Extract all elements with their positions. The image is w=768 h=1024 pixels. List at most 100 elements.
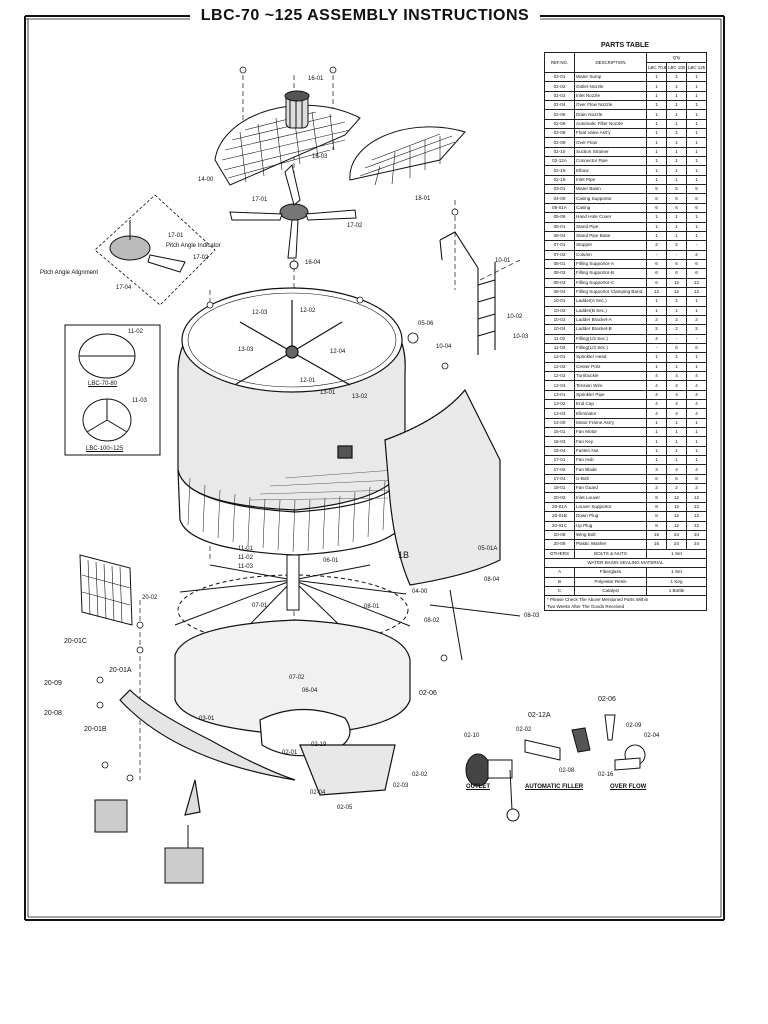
part-description: Fan Hub	[574, 455, 647, 466]
label-pitch-angle-indicator: Pitch Angle Indicator	[166, 243, 221, 249]
part-qty-2: 4	[666, 370, 687, 382]
part-ref: 08-01	[544, 258, 575, 270]
fan-guard-18-01	[349, 126, 466, 186]
part-description: Drain Nozzle	[574, 109, 647, 120]
part-description: Filling Supportor-C	[574, 277, 647, 288]
part-description: Stopper	[574, 240, 647, 251]
part-ref: 02-12A	[544, 156, 575, 167]
part-qty-3: 8	[685, 473, 708, 485]
sealing-material-boxes	[94, 799, 204, 884]
part-qty-2: 1	[666, 305, 687, 316]
header-ref: REF.NO.	[544, 52, 575, 73]
part-ref: 11-03	[544, 342, 575, 354]
part-qty-3: 6	[685, 202, 708, 214]
part-description: Column	[574, 249, 647, 260]
part-qty-2: 1	[666, 296, 687, 307]
part-qty-1: 1	[646, 146, 667, 158]
parts-table-title: PARTS TABLE	[601, 42, 649, 49]
part-ref: 02-08	[544, 128, 575, 139]
label-pitch-angle-alignment: Pitch Angle Alignment	[40, 270, 99, 276]
sealing-material: Catalyst	[574, 585, 647, 597]
part-qty-2: 1	[666, 352, 687, 363]
callout-02-03: 02-03	[393, 783, 409, 789]
part-qty-1: 1	[646, 100, 667, 111]
part-qty-2: 12	[666, 520, 687, 531]
part-description: Ladder Bracket-A	[574, 314, 647, 326]
part-ref: 10-04	[544, 324, 575, 335]
casing-panel	[384, 388, 501, 586]
part-qty-3: 1	[685, 212, 708, 223]
note-line-2: Two Weeks After The Goods Received	[547, 604, 625, 610]
part-ref: 02-04	[544, 100, 575, 111]
part-qty-2: 4	[666, 464, 687, 475]
callout-10-01: 10-01	[495, 258, 511, 264]
parts-table: PARTS TABLE REF.NO. DESCRIPTION Q'ty LBC…	[543, 40, 708, 612]
part-description: Over Flow Nozzle	[574, 100, 647, 111]
part-qty-1: 5	[646, 184, 667, 195]
callout-02-06: 02-06	[419, 690, 437, 697]
part-qty-1: 2	[646, 314, 667, 326]
part-qty-1: 2	[646, 240, 667, 251]
part-ref: 06-01	[544, 221, 575, 232]
callout-02-04: 02-04	[310, 790, 326, 796]
part-qty-2: -	[666, 333, 687, 344]
part-description: Plastic Washer	[574, 539, 647, 550]
part-qty-2: 12	[666, 501, 687, 513]
part-description: Hand Hole Cover	[574, 212, 647, 223]
part-qty-2: 1	[666, 436, 687, 447]
part-description: Automatic Filler Nozzle	[574, 118, 647, 130]
part-qty-2: 6	[666, 268, 687, 279]
part-qty-3: 1	[685, 118, 708, 130]
callout-20-02: 20-02	[142, 595, 158, 601]
part-qty-1: 6	[646, 473, 667, 485]
part-qty-2: 1	[666, 427, 687, 438]
part-qty-3: 2	[685, 324, 708, 335]
part-qty-1: 12	[646, 286, 667, 298]
part-qty-1: 1	[646, 417, 667, 429]
part-description: Eliminator	[574, 408, 647, 419]
others-row: OTHERS BOLTS & NUTS 1 Set	[544, 548, 708, 559]
part-qty-2: 6	[666, 193, 687, 204]
part-qty-3: 1	[685, 174, 708, 186]
callout-02-02: 02-02	[412, 772, 428, 778]
part-ref: 07-01	[544, 240, 575, 251]
part-qty-1: 1	[646, 90, 667, 102]
part-qty-1: 2	[646, 483, 667, 494]
part-ref: 02-02	[544, 81, 575, 92]
part-qty-3: 1	[685, 100, 708, 111]
part-description: Filling Supportor-A	[574, 258, 647, 270]
header-model-1: LBC 70.80	[646, 62, 667, 73]
part-qty-2: 1	[666, 230, 687, 242]
part-qty-2: 1	[666, 100, 687, 111]
part-qty-3: 2	[685, 249, 708, 260]
part-qty-1: 4	[646, 333, 667, 344]
part-ref: 16-01	[544, 427, 575, 438]
part-ref: 10-01	[544, 296, 575, 307]
part-qty-1: 4	[646, 380, 667, 391]
part-qty-3: 24	[685, 539, 708, 550]
part-description: Sprinkler Pipe	[574, 389, 647, 401]
callout-20-01c: 20-01C	[64, 638, 87, 645]
callout-20-09: 20-09	[44, 680, 62, 687]
part-qty-3: 4	[685, 464, 708, 475]
part-qty-2: 1	[666, 221, 687, 232]
header-model-2: LBC 100	[666, 62, 687, 73]
part-ref: 08-04	[544, 286, 575, 298]
